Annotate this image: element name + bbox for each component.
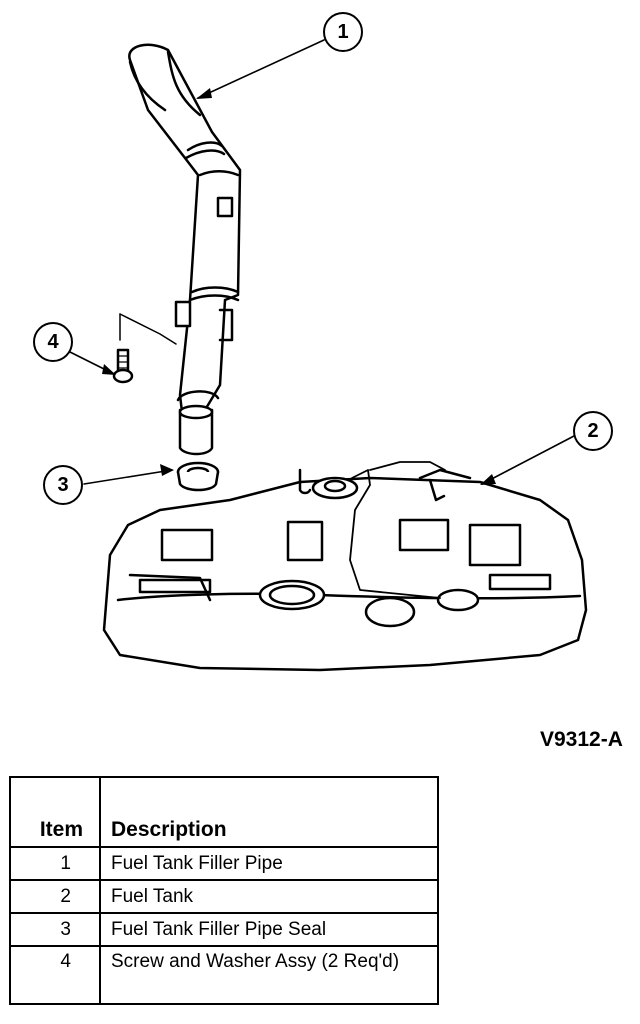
leader-lines bbox=[69, 39, 575, 485]
callout-2-label: 2 bbox=[587, 419, 599, 442]
table-row: 3 Fuel Tank Filler Pipe Seal bbox=[9, 912, 439, 947]
callout-4-label: 4 bbox=[47, 330, 59, 353]
callout-1: 1 bbox=[323, 12, 363, 52]
column-header-description: Description bbox=[99, 776, 439, 848]
callout-3: 3 bbox=[43, 465, 83, 505]
item-description: Fuel Tank Filler Pipe Seal bbox=[99, 912, 439, 947]
parts-table: Item Description 1 Fuel Tank Filler Pipe… bbox=[9, 776, 439, 1005]
item-description: Fuel Tank bbox=[99, 879, 439, 914]
fuel-tank-drawing bbox=[102, 461, 588, 672]
seal-drawing bbox=[176, 461, 220, 492]
item-description: Screw and Washer Assy (2 Req'd) bbox=[99, 945, 439, 1005]
callout-1-label: 1 bbox=[337, 20, 349, 43]
filler-pipe-drawing bbox=[128, 43, 242, 456]
item-number: 4 bbox=[9, 945, 101, 1005]
arrowheads bbox=[102, 88, 496, 485]
column-header-item: Item bbox=[9, 776, 101, 848]
table-row: 1 Fuel Tank Filler Pipe bbox=[9, 846, 439, 881]
item-number: 1 bbox=[9, 846, 101, 881]
fuel-tank-diagram bbox=[69, 39, 588, 672]
item-description: Fuel Tank Filler Pipe bbox=[99, 846, 439, 881]
screw-drawing bbox=[112, 348, 134, 384]
callout-4: 4 bbox=[33, 322, 73, 362]
table-row: 4 Screw and Washer Assy (2 Req'd) bbox=[9, 945, 439, 1005]
table-header-row: Item Description bbox=[9, 776, 439, 848]
callout-2: 2 bbox=[573, 411, 613, 451]
item-number: 2 bbox=[9, 879, 101, 914]
callout-3-label: 3 bbox=[57, 473, 69, 496]
table-row: 2 Fuel Tank bbox=[9, 879, 439, 914]
item-number: 3 bbox=[9, 912, 101, 947]
figure-id: V9312-A bbox=[540, 728, 623, 751]
